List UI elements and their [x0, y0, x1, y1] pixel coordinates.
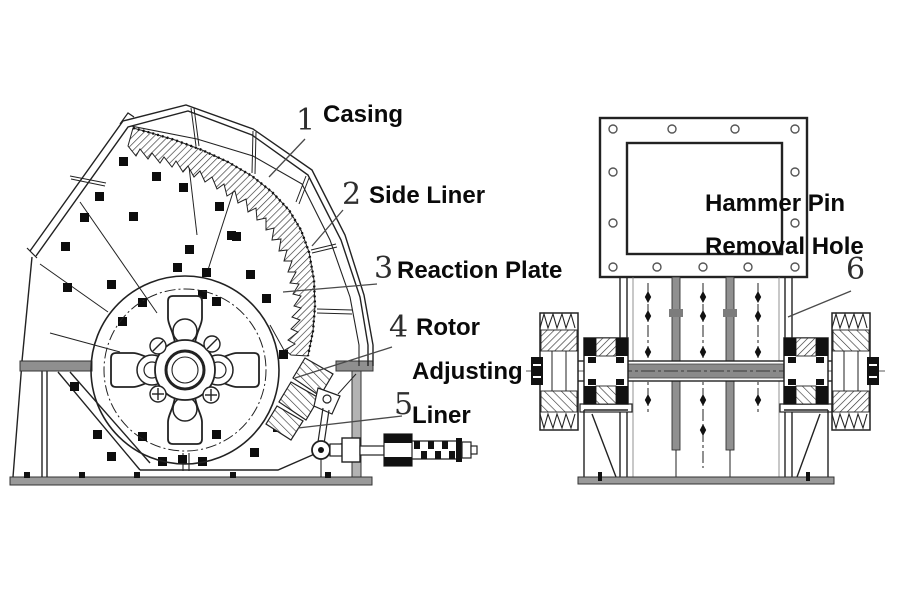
leader-casing — [268, 138, 306, 178]
callout-number-rotor: 4 — [389, 310, 409, 345]
v-belt-pulley-right — [831, 311, 879, 431]
callout-label-adjusting: Adjusting — [412, 358, 523, 385]
callout-number-casing: 1 — [296, 103, 316, 138]
liner-bolts — [61, 157, 288, 466]
reaction-plate-liner — [127, 126, 317, 357]
v-belt-pulley-left — [531, 311, 579, 431]
adjusting-rod — [311, 433, 478, 477]
leader-reaction-plate — [282, 283, 378, 293]
callout-label-reaction-plate: Reaction Plate — [397, 257, 563, 284]
bearing-right — [779, 337, 833, 413]
callout-number-hammer-pin-hole: 6 — [846, 252, 866, 287]
machine-base — [9, 360, 374, 486]
rotor-assembly — [90, 275, 280, 465]
leader-adjusting-liner — [297, 415, 403, 429]
adjusting-liner-wedges — [265, 357, 357, 445]
leader-side-liner — [311, 209, 344, 247]
callout-number-side-liner: 2 — [342, 177, 362, 212]
leader-lines — [268, 138, 852, 429]
callout-label-side-liner: Side Liner — [369, 182, 486, 209]
callout-label-liner: Liner — [412, 402, 471, 429]
flange-bolt-holes — [608, 124, 800, 272]
callout-label-hammer-pin: Hammer Pin — [705, 190, 846, 217]
top-flange-plate — [598, 116, 809, 279]
side-view — [526, 116, 886, 485]
leader-hammer-pin-hole — [787, 290, 852, 318]
side-liner-panel-lines — [39, 107, 353, 353]
bearing-left — [579, 337, 633, 413]
leader-rotor — [294, 346, 393, 379]
hammer-pins — [149, 335, 221, 404]
callout-number-adjusting-liner: 5 — [394, 387, 414, 422]
callout-label-rotor: Rotor — [416, 314, 480, 341]
front-view — [9, 104, 478, 486]
callout-label-removal-hole: Removal Hole — [705, 233, 864, 260]
side-view-base — [577, 472, 835, 485]
callout-number-reaction-plate: 3 — [374, 251, 394, 286]
callout-label-casing: Casing — [323, 101, 404, 128]
rotor-hub — [154, 339, 216, 401]
bearing-supports — [583, 409, 829, 478]
pin-axis-markers — [644, 291, 762, 436]
